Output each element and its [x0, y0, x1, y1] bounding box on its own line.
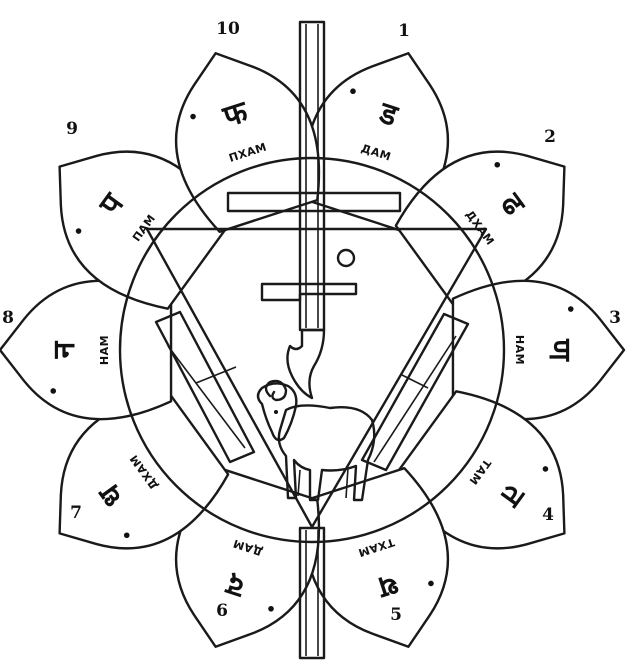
- triangle-left-bars: [154, 310, 256, 464]
- petal-10: [175, 52, 321, 233]
- ram-icon: [256, 379, 376, 502]
- petal-number-3: 3: [609, 308, 621, 328]
- petal-number-7: 7: [70, 503, 82, 523]
- petal-letter-8: न: [47, 340, 82, 359]
- inner-circle: [118, 156, 506, 544]
- petal-dot-3: [567, 306, 574, 312]
- petal-number-6: 6: [216, 601, 228, 621]
- triangle-right-bars: [360, 312, 470, 472]
- lower-bar: [260, 282, 358, 302]
- petal-dot-10: [190, 113, 196, 120]
- sushumna-channel: [286, 20, 326, 660]
- petal-ring: [0, 52, 626, 648]
- petal-dot-5: [428, 580, 434, 587]
- petal-number-1: 1: [398, 21, 410, 41]
- petal-number-2: 2: [544, 127, 556, 147]
- petal-number-9: 9: [66, 119, 78, 139]
- petal-dot-9: [75, 228, 82, 234]
- petal-number-5: 5: [390, 605, 402, 625]
- petal-dot-1: [350, 88, 356, 95]
- petal-dot-7: [123, 532, 130, 539]
- petal-dot-2: [494, 161, 501, 168]
- fire-triangle: [145, 227, 488, 529]
- petal-number-8: 8: [2, 308, 14, 328]
- petal-syllable-3: НАМ: [513, 335, 526, 365]
- petal-syllable-8: НАМ: [98, 335, 111, 365]
- bindu-circle: [336, 248, 356, 268]
- petal-dot-4: [542, 466, 549, 472]
- petal-5: [303, 467, 449, 648]
- petal-number-4: 4: [542, 505, 554, 525]
- petal-letter-3: ण: [542, 338, 577, 362]
- petal-dot-6: [268, 605, 274, 612]
- petal-number-10: 10: [216, 19, 240, 39]
- upper-bar: [226, 191, 402, 213]
- petal-dot-8: [50, 388, 57, 394]
